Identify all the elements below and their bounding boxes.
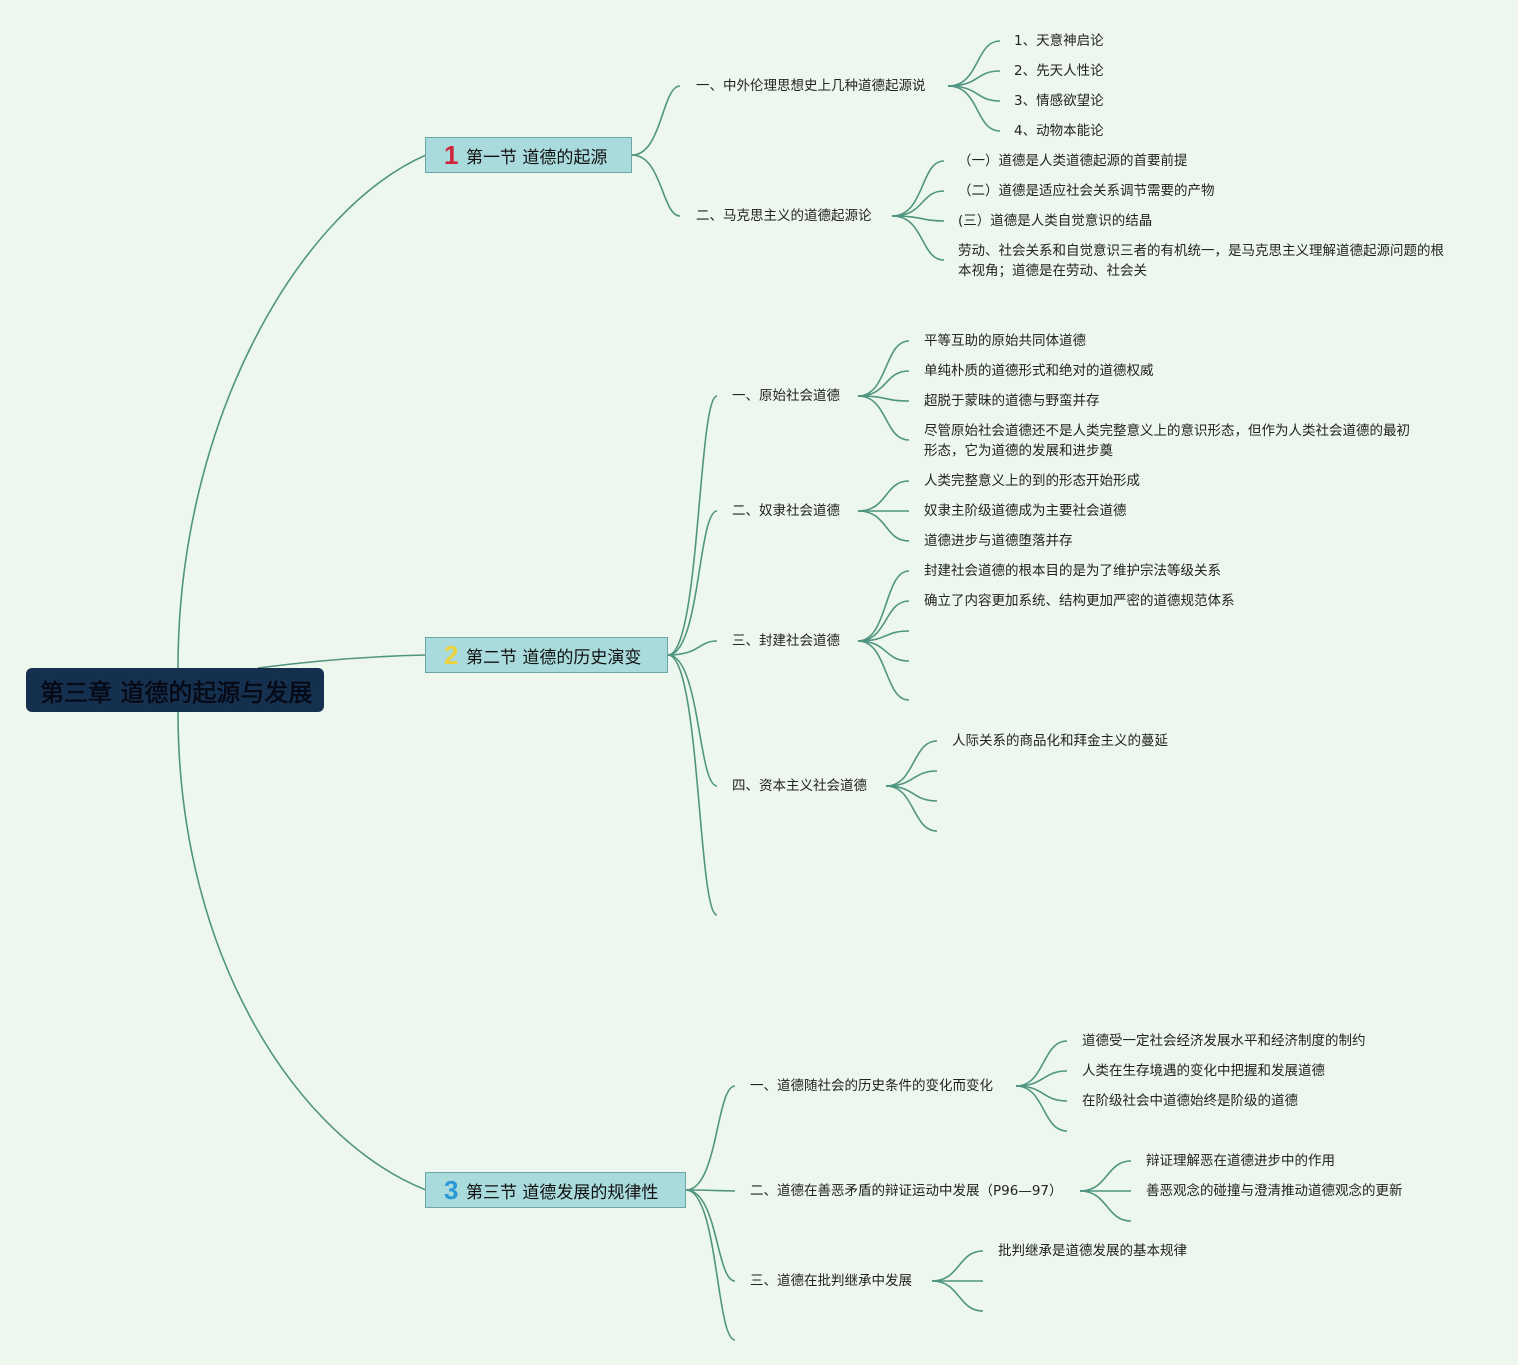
connector-link: [857, 340, 910, 397]
section-2-topic[interactable]: 2 第二节 道德的历史演变: [425, 637, 668, 673]
connector-link: [857, 600, 910, 642]
leaf-item[interactable]: （二）道德是适应社会关系调节需要的产物: [958, 183, 1215, 199]
connector-link: [947, 85, 1001, 132]
connector-link: [685, 1085, 736, 1191]
connector-link: [1015, 1070, 1068, 1087]
leaf-item[interactable]: (三）道德是人类自觉意识的结晶: [958, 213, 1153, 229]
section-title: 第一节 道德的起源: [466, 147, 608, 168]
connector-link: [631, 85, 681, 156]
connector-link: [947, 40, 1001, 87]
connector-link: [891, 215, 945, 222]
connector-link: [667, 510, 718, 656]
root-topic[interactable]: 第三章 道德的起源与发展: [26, 668, 324, 712]
leaf-item[interactable]: 批判继承是道德发展的基本规律: [998, 1243, 1187, 1259]
connector-link: [667, 654, 718, 916]
leaf-item[interactable]: 单纯朴质的道德形式和绝对的道德权威: [924, 363, 1154, 379]
leaf-item[interactable]: 1、天意神启论: [1014, 33, 1104, 49]
connector-link: [667, 395, 718, 656]
connector-link: [885, 740, 938, 787]
branch-label[interactable]: 一、中外伦理思想史上几种道德起源说: [696, 78, 926, 94]
leaf-item[interactable]: （一）道德是人类道德起源的首要前提: [958, 153, 1188, 169]
leaf-item[interactable]: 尽管原始社会道德还不是人类完整意义上的意识形态，但作为人类社会道德的最初形态，它…: [924, 423, 1410, 459]
branch-label[interactable]: 三、封建社会道德: [732, 633, 840, 649]
connector-link: [685, 1189, 736, 1282]
leaf-item[interactable]: 确立了内容更加系统、结构更加严密的道德规范体系: [924, 593, 1235, 609]
section-number-2: 2: [444, 639, 459, 670]
connector-link: [891, 215, 945, 261]
connector-link: [857, 570, 910, 642]
connector-link: [667, 640, 718, 656]
branch-label[interactable]: 一、道德随社会的历史条件的变化而变化: [750, 1078, 993, 1094]
link-root-s2: [257, 654, 427, 669]
leaf-item[interactable]: 超脱于蒙昧的道德与野蛮并存: [924, 393, 1100, 409]
root-title: 第三章 道德的起源与发展: [40, 678, 313, 707]
connector-link: [857, 510, 910, 542]
leaf-item[interactable]: 劳动、社会关系和自觉意识三者的有机统一，是马克思主义理解道德起源问题的根本视角；…: [958, 243, 1444, 279]
connector-link: [947, 70, 1001, 87]
connector-link: [857, 480, 910, 512]
connector-link: [931, 1250, 984, 1282]
section-title: 第三节 道德发展的规律性: [466, 1182, 659, 1203]
connector-link: [685, 1189, 736, 1341]
leaf-item[interactable]: 2、先天人性论: [1014, 63, 1104, 79]
leaf-item[interactable]: 在阶级社会中道德始终是阶级的道德: [1082, 1093, 1298, 1109]
connector-link: [685, 1189, 736, 1192]
leaf-item[interactable]: 3、情感欲望论: [1014, 93, 1104, 109]
leaf-item[interactable]: 道德受一定社会经济发展水平和经济制度的制约: [1082, 1033, 1366, 1049]
connector-link: [1015, 1085, 1068, 1132]
leaf-item[interactable]: 4、动物本能论: [1014, 123, 1104, 139]
connector-link: [1015, 1085, 1068, 1102]
connector-link: [891, 190, 945, 217]
connector-link: [885, 785, 938, 802]
connector-link: [667, 654, 718, 787]
connector-link: [1015, 1040, 1068, 1087]
section-number-1: 1: [444, 139, 459, 170]
branch-label[interactable]: 三、道德在批判继承中发展: [750, 1273, 912, 1289]
branch-label[interactable]: 二、奴隶社会道德: [732, 503, 840, 519]
connector-link: [857, 370, 910, 397]
section-1-topic[interactable]: 1 第一节 道德的起源: [425, 137, 632, 173]
connector-link: [947, 85, 1001, 102]
leaf-item[interactable]: 道德进步与道德堕落并存: [924, 533, 1073, 549]
leaf-item[interactable]: 善恶观念的碰撞与澄清推动道德观念的更新: [1146, 1183, 1403, 1199]
leaf-item[interactable]: 平等互助的原始共同体道德: [924, 333, 1086, 349]
section-number-3: 3: [444, 1174, 459, 1205]
section-title: 第二节 道德的历史演变: [466, 647, 642, 668]
connector-link: [1079, 1160, 1132, 1192]
leaf-item[interactable]: 人类在生存境遇的变化中把握和发展道德: [1082, 1063, 1325, 1079]
leaf-item[interactable]: 人际关系的商品化和拜金主义的蔓延: [952, 733, 1168, 749]
connector-link: [857, 395, 910, 441]
connector-link: [885, 770, 938, 787]
connector-link: [931, 1280, 984, 1312]
section-3-topic[interactable]: 3 第三节 道德发展的规律性: [425, 1172, 686, 1208]
connector-link: [631, 154, 681, 217]
leaf-item[interactable]: 封建社会道德的根本目的是为了维护宗法等级关系: [924, 563, 1221, 579]
connector-link: [891, 160, 945, 217]
connector-link: [857, 640, 910, 701]
connector-link: [885, 785, 938, 832]
connector-link: [1079, 1190, 1132, 1222]
leaf-item[interactable]: 奴隶主阶级道德成为主要社会道德: [924, 503, 1127, 519]
connector-link: [857, 640, 910, 662]
leaf-item[interactable]: 人类完整意义上的到的形态开始形成: [924, 473, 1140, 489]
branch-label[interactable]: 二、马克思主义的道德起源论: [696, 208, 872, 224]
leaf-item[interactable]: 辩证理解恶在道德进步中的作用: [1146, 1153, 1335, 1169]
link-root-s3: [177, 711, 427, 1191]
link-root-s1: [177, 154, 427, 669]
branch-label[interactable]: 一、原始社会道德: [732, 388, 840, 404]
branch-label[interactable]: 二、道德在善恶矛盾的辩证运动中发展（P96—97）: [750, 1183, 1063, 1199]
branch-label[interactable]: 四、资本主义社会道德: [732, 778, 867, 794]
